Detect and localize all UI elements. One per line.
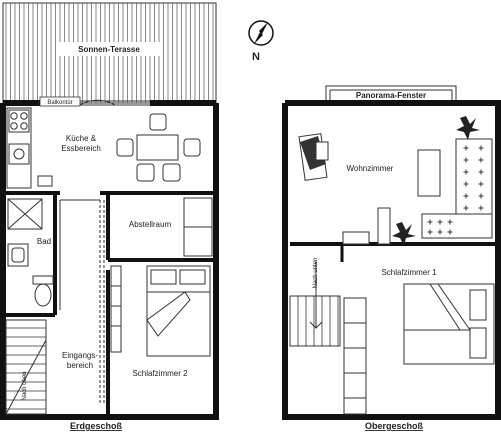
bedroom-2: Schlafzimmer 2 — [106, 265, 211, 417]
upper-floor-caption: Obergeschoß — [365, 421, 424, 431]
bathroom: Bad — [3, 193, 100, 317]
entrance-label: Eingangs- — [62, 351, 98, 360]
sun-terrace: Sonnen-Terasse — [2, 2, 217, 104]
entrance-area: Eingangs- bereich Nach oben — [5, 200, 105, 415]
bedroom1-label: Schlafzimmer 1 — [381, 268, 437, 277]
bedroom2-label: Schlafzimmer 2 — [132, 369, 188, 378]
upper-floor-outer-wall — [282, 100, 501, 420]
living-room: Wohnzimmer — [298, 116, 493, 246]
ground-floor-caption: Erdgeschoß — [70, 421, 123, 431]
bath-label: Bad — [37, 237, 51, 246]
ground-floor: Sonnen-Terasse Balkontür — [0, 2, 219, 431]
entrance-label-line2: bereich — [67, 361, 93, 370]
bedroom-1: Schlafzimmer 1 — [343, 268, 495, 415]
storage-room: Abstellraum — [106, 193, 216, 262]
storage-label: Abstellraum — [129, 220, 172, 229]
panorama-window-label: Panorama-Fenster — [356, 91, 426, 100]
stairs-down-label: Nach unten — [313, 258, 319, 289]
stairs-up-label: Nach oben — [22, 371, 28, 400]
kitchen-label: Küche & — [66, 134, 97, 143]
compass-icon: N — [248, 20, 274, 63]
panorama-window: Panorama-Fenster — [325, 85, 457, 104]
compass-north-label: N — [252, 51, 260, 63]
kitchen-area: Küche & Essbereich — [3, 107, 216, 195]
kitchen-label-line2: Essbereich — [61, 144, 101, 153]
upper-floor: Panorama-Fenster Wohnzimmer — [282, 85, 501, 431]
balcony-door-label: Balkontür — [47, 100, 72, 106]
terrace-label: Sonnen-Terasse — [78, 45, 140, 54]
living-room-label: Wohnzimmer — [347, 164, 394, 173]
stairs-down: Nach unten — [289, 258, 341, 347]
